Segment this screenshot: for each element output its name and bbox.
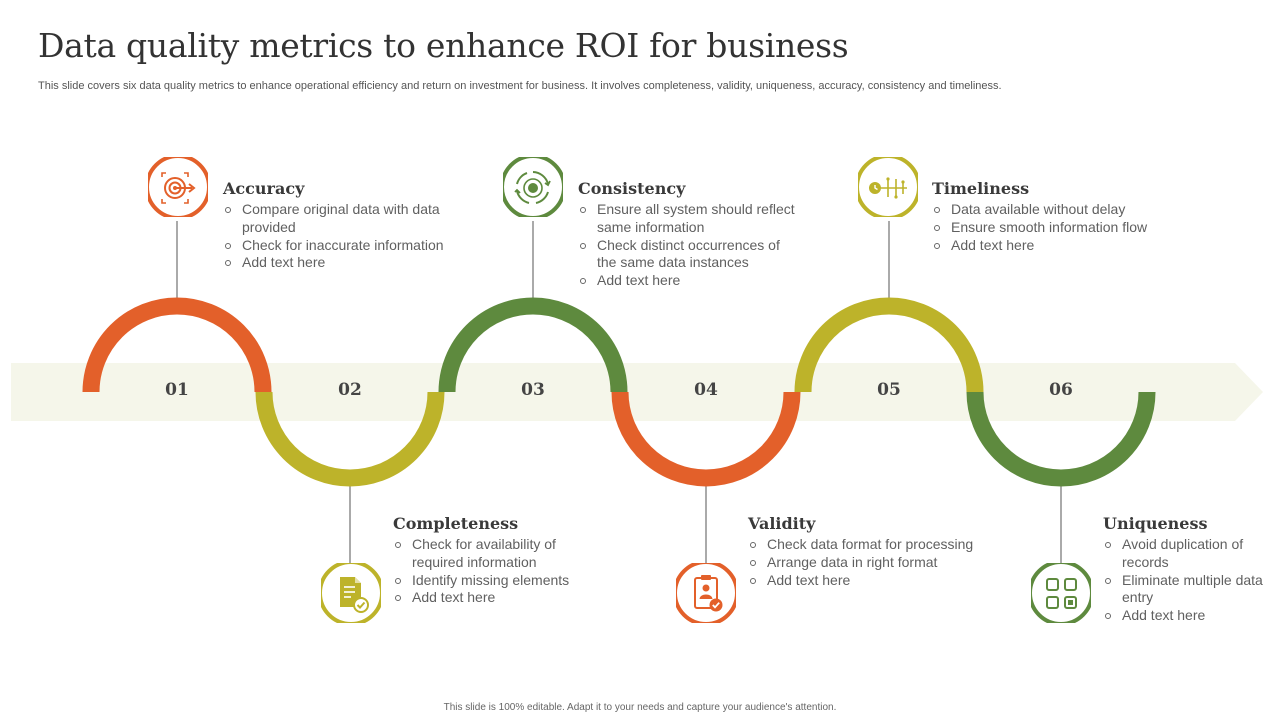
- step-number-02: 02: [338, 380, 362, 400]
- step-card-consistency: Consistency Ensure all system should ref…: [578, 179, 803, 290]
- step-title: Timeliness: [932, 179, 1030, 198]
- step-bullet: Check for availability of required infor…: [393, 536, 593, 572]
- step-bullet: Avoid duplication of records: [1103, 536, 1273, 572]
- page-title: Data quality metrics to enhance ROI for …: [38, 26, 849, 65]
- arc-02: [255, 391, 445, 487]
- grid-squares-icon: [1031, 563, 1091, 623]
- step-title: Validity: [748, 514, 816, 533]
- step-bullet: Add text here: [223, 254, 468, 272]
- step-card-completeness: Completeness Check for availability of r…: [393, 514, 593, 607]
- document-check-icon: [321, 563, 381, 623]
- step-bullet: Compare original data with data provided: [223, 201, 468, 237]
- step-number-04: 04: [694, 380, 718, 400]
- step-bullet: Ensure smooth information flow: [932, 219, 1182, 237]
- step-bullet: Identify missing elements: [393, 572, 593, 590]
- step-card-uniqueness: Uniqueness Avoid duplication of records …: [1103, 514, 1273, 625]
- step-number-03: 03: [521, 380, 545, 400]
- step-number-01: 01: [165, 380, 189, 400]
- step-bullet: Check distinct occurrences of the same d…: [578, 237, 803, 273]
- timeline-band: [11, 363, 1263, 421]
- cycle-icon: [503, 157, 563, 217]
- step-bullet: Add text here: [393, 589, 593, 607]
- arc-03: [438, 297, 628, 393]
- step-card-accuracy: Accuracy Compare original data with data…: [223, 179, 468, 272]
- arc-04: [611, 391, 801, 487]
- step-bullet: Data available without delay: [932, 201, 1182, 219]
- step-bullet: Add text here: [748, 572, 1003, 590]
- step-bullet: Add text here: [578, 272, 803, 290]
- step-card-validity: Validity Check data format for processin…: [748, 514, 1003, 589]
- step-bullet: Check for inaccurate information: [223, 237, 468, 255]
- step-number-05: 05: [877, 380, 901, 400]
- page-subtitle: This slide covers six data quality metri…: [38, 80, 1002, 92]
- step-bullet: Check data format for processing: [748, 536, 1003, 554]
- step-bullet: Ensure all system should reflect same in…: [578, 201, 803, 237]
- arc-06: [966, 391, 1156, 487]
- step-bullet: Eliminate multiple data entry: [1103, 572, 1273, 608]
- arc-05: [794, 297, 984, 393]
- target-icon: [148, 157, 208, 217]
- step-card-timeliness: Timeliness Data available without delay …: [932, 179, 1182, 254]
- step-title: Consistency: [578, 179, 686, 198]
- clock-timeline-icon: [858, 157, 918, 217]
- step-title: Completeness: [393, 514, 519, 533]
- step-bullet: Add text here: [932, 237, 1182, 255]
- step-title: Accuracy: [223, 179, 305, 198]
- arc-01: [82, 297, 272, 393]
- step-title: Uniqueness: [1103, 514, 1208, 533]
- step-bullet: Add text here: [1103, 607, 1273, 625]
- step-bullet: Arrange data in right format: [748, 554, 1003, 572]
- footer-note: This slide is 100% editable. Adapt it to…: [443, 702, 837, 713]
- clipboard-user-icon: [676, 563, 736, 623]
- step-number-06: 06: [1049, 380, 1073, 400]
